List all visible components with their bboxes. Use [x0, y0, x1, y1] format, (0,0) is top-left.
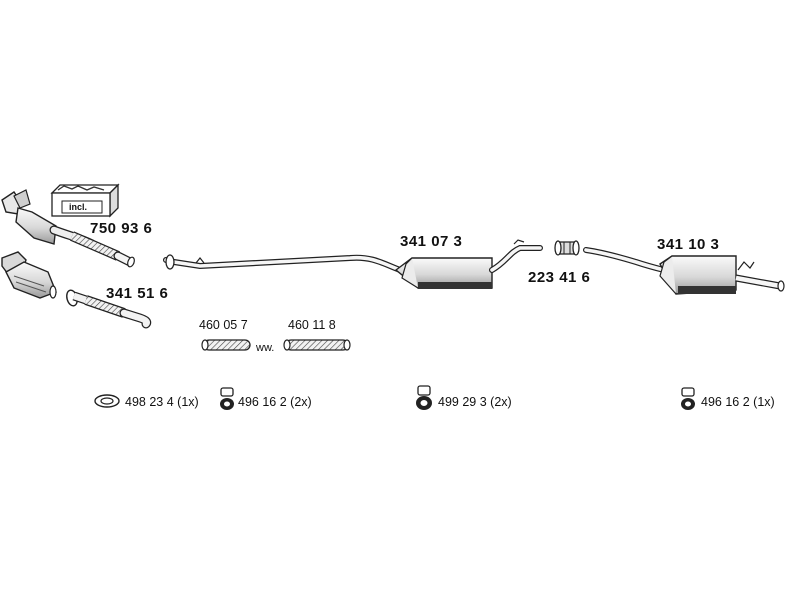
hardware-item-2-label: 496 16 2 (2x) — [238, 396, 312, 409]
hardware-qty: (2x) — [490, 395, 512, 409]
hardware-number: 499 29 3 — [438, 395, 487, 409]
hardware-qty: (1x) — [177, 395, 199, 409]
hardware-qty: (1x) — [753, 395, 775, 409]
hardware-item-3-label: 499 29 3 (2x) — [438, 396, 512, 409]
part-number-clamp: 223 41 6 — [528, 269, 591, 286]
part-number-middle-silencer: 341 07 3 — [400, 233, 463, 250]
middle-silencer-icon — [394, 239, 543, 289]
rubber-mount-icon — [681, 387, 695, 410]
front-pipe-icon — [66, 289, 152, 329]
pipe-clamp-icon — [554, 240, 580, 256]
part-number-flex-a: 460 05 7 — [199, 318, 248, 332]
rear-pipe-icon — [583, 247, 667, 273]
part-number-flex-b: 460 11 8 — [288, 318, 336, 332]
middle-pipe-icon — [163, 254, 403, 273]
hardware-number: 496 16 2 — [701, 395, 750, 409]
rubber-mount-icon — [220, 387, 234, 410]
part-number-rear-silencer: 341 10 3 — [657, 236, 720, 253]
catalytic-converter-icon — [1, 189, 135, 268]
rubber-hanger-icon — [416, 385, 432, 410]
hardware-qty: (2x) — [290, 395, 312, 409]
hardware-item-4-label: 496 16 2 (1x) — [701, 396, 775, 409]
rear-silencer-icon — [659, 255, 785, 295]
pre-catalyst-icon — [1, 251, 57, 299]
hardware-number: 496 16 2 — [238, 395, 287, 409]
gasket-ring-icon — [94, 394, 120, 408]
kit-note: incl. — [69, 202, 88, 212]
flex-pipe-b-icon — [283, 339, 351, 351]
flex-pipe-a-icon — [201, 339, 251, 351]
flex-join-note: ww. — [256, 342, 275, 354]
part-number-front-pipe: 341 51 6 — [106, 285, 169, 302]
hardware-item-1-label: 498 23 4 (1x) — [125, 396, 199, 409]
hardware-number: 498 23 4 — [125, 395, 174, 409]
part-number-cat-kit: 750 93 6 — [90, 220, 153, 237]
kit-box-icon — [50, 183, 120, 218]
